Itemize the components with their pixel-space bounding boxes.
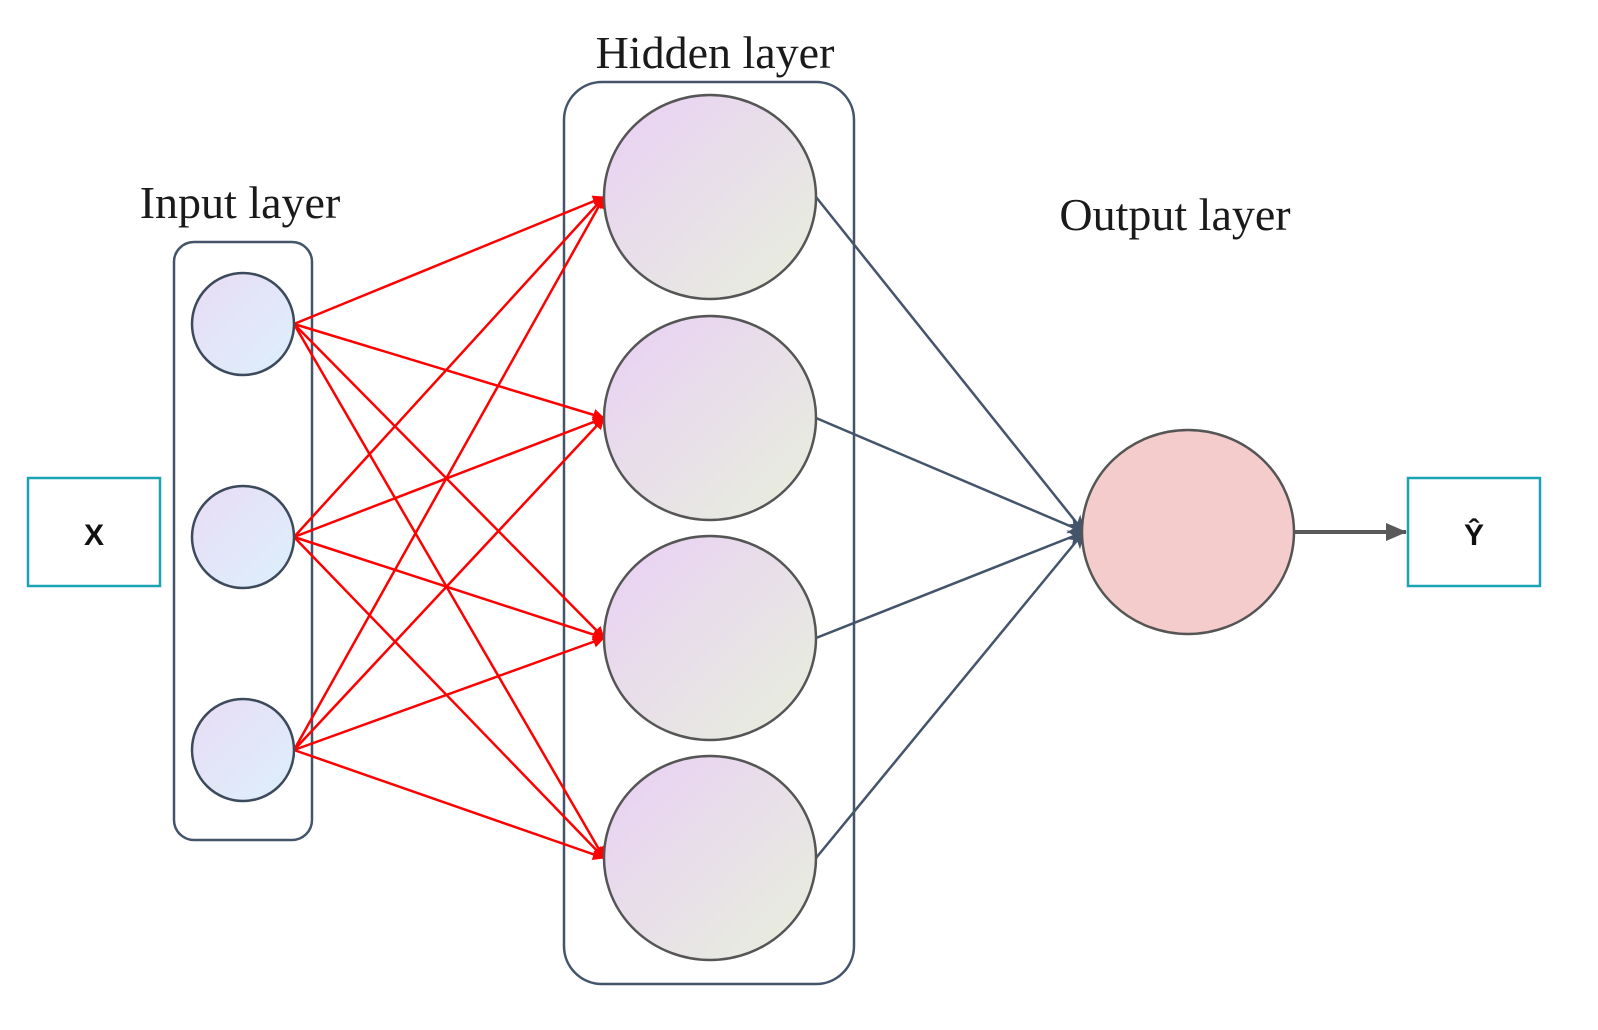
- hidden-node-2: [602, 314, 818, 522]
- input-layer-frame: [172, 240, 314, 842]
- edge-i2-h2: [293, 416, 605, 539]
- input-node-3: [190, 697, 296, 803]
- input-node-1: [190, 271, 296, 377]
- edge-i1-h1: [293, 195, 605, 326]
- output-node: [1080, 428, 1296, 636]
- edge-h1-o: [815, 196, 1085, 533]
- input-x-label: X: [84, 519, 104, 552]
- input-layer-title: Input layer: [140, 177, 341, 228]
- hidden-layer-frame: [562, 80, 856, 986]
- hidden-layer-title: Hidden layer: [596, 27, 835, 78]
- edge-i3-h3: [293, 636, 605, 752]
- edge-i1-h2: [293, 322, 605, 421]
- hidden-node-1: [602, 93, 818, 301]
- input-x-box: X: [26, 476, 162, 588]
- output-yhat-box: Ŷ: [1406, 476, 1542, 588]
- edge-i2-h1: [293, 196, 605, 538]
- input-to-hidden-edges: [292, 195, 606, 861]
- edge-h4-o: [815, 531, 1085, 859]
- hidden-node-4: [602, 754, 818, 962]
- input-node-2: [190, 484, 296, 590]
- edge-h2-o: [815, 416, 1085, 534]
- edge-i2-h4: [293, 536, 605, 859]
- output-yhat-label: Ŷ: [1464, 518, 1484, 552]
- output-layer-title: Output layer: [1059, 189, 1290, 240]
- hidden-node-3: [602, 534, 818, 742]
- hidden-nodes: [602, 93, 818, 962]
- edge-h3-o: [815, 530, 1085, 640]
- edge-i1-h3: [293, 323, 605, 639]
- edge-i3-h2: [293, 417, 605, 751]
- edge-i1-h4: [292, 323, 606, 859]
- input-nodes: [190, 271, 296, 803]
- hidden-to-output-edges: [815, 196, 1085, 859]
- edge-i2-h3: [293, 535, 605, 641]
- edge-i3-h4: [293, 748, 605, 861]
- edge-i3-h1: [292, 196, 606, 751]
